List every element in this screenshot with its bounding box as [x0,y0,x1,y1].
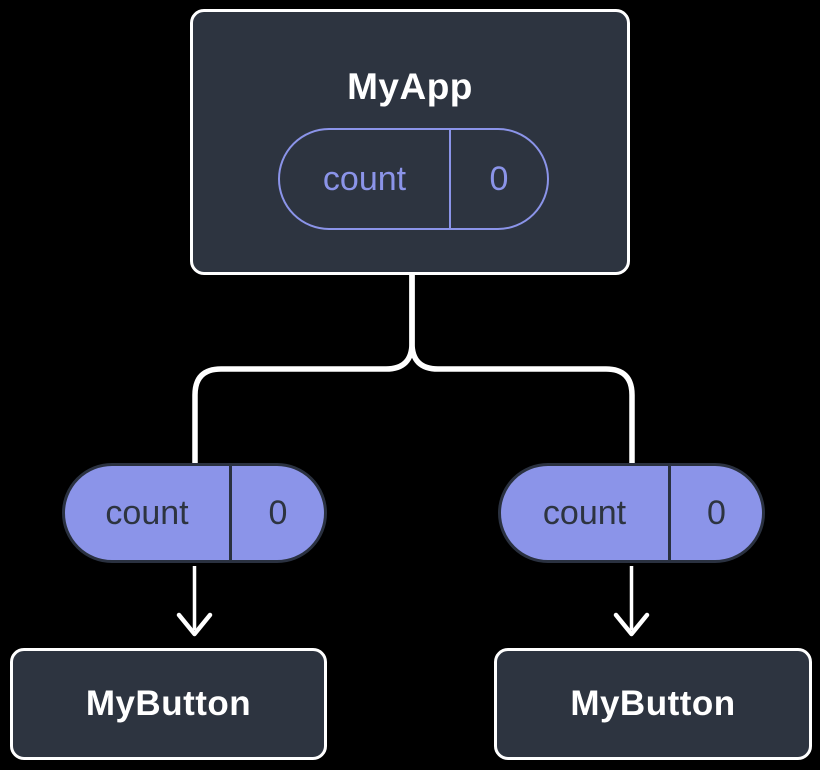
prop-pill-left: count 0 [62,463,327,563]
state-pill-label: count [322,159,407,198]
arrow-down-icon [613,566,650,637]
state-pill-value: 0 [449,130,547,228]
arrow-down-icon [176,566,213,637]
tree-branch-left [192,273,415,465]
state-pill: count 0 [278,128,549,230]
tree-branch-right [409,273,635,465]
component-node-mybutton-left: MyButton [10,648,327,760]
prop-pill-label: count [542,493,627,532]
prop-pill-right: count 0 [498,463,765,563]
prop-pill-value: 0 [668,466,762,560]
component-node-myapp: MyApp [190,9,630,275]
prop-pill-label: count [105,493,189,532]
component-title: MyApp [347,66,473,107]
prop-pill-value: 0 [229,466,324,560]
component-node-mybutton-right: MyButton [494,648,812,760]
